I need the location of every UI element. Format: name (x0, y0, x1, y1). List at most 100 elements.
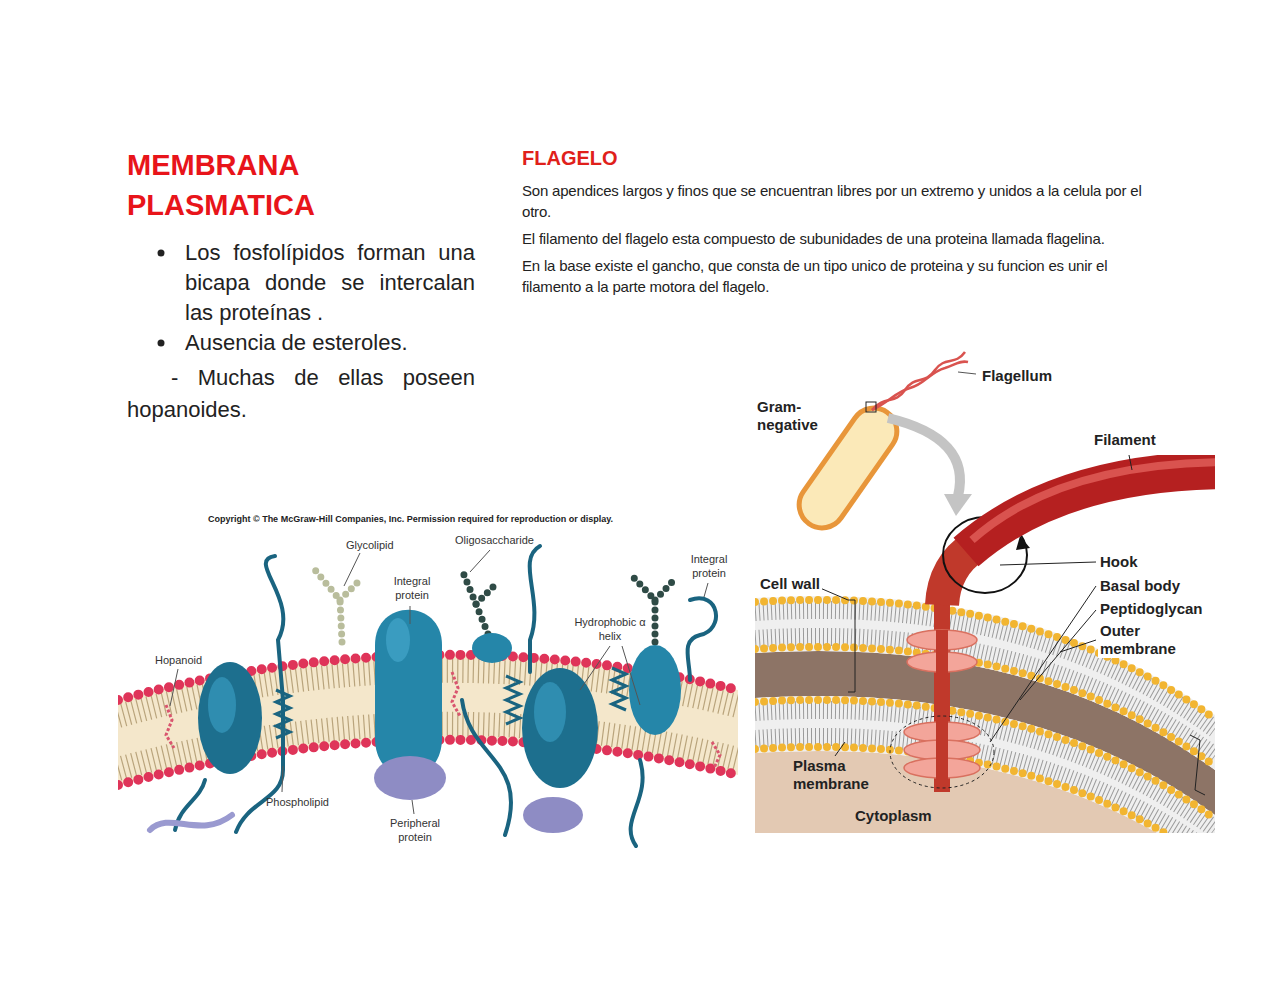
bacterial-cell (872, 362, 968, 410)
bacterial-cell (958, 372, 976, 374)
membrane-illustration (166, 705, 174, 748)
membrane-illustration (522, 668, 598, 788)
bullet-dot (158, 340, 165, 347)
membrane-illustration (462, 570, 674, 642)
part-label: Glycolipid (346, 538, 394, 552)
part-label: Outer membrane (1098, 622, 1202, 658)
bullet-text: Los fosfolípidos forman una bicapa donde… (185, 238, 475, 328)
membrane-illustration (580, 646, 610, 690)
membrane-illustration (344, 553, 360, 586)
flagellum-illustration (1016, 536, 1030, 550)
membrane-illustration (282, 766, 283, 792)
paragraph: El filamento del flagelo esta compuesto … (522, 228, 1162, 249)
membrane-illustration (150, 815, 232, 830)
flagellum-illustration (990, 586, 1096, 742)
bacterial-cell (888, 418, 960, 496)
part-label: Plasma membrane (793, 757, 885, 793)
membrane-illustration (655, 580, 674, 600)
flagellum-illustration (755, 700, 1215, 819)
flagellum-illustration (1190, 735, 1205, 795)
membrane-illustration (470, 550, 490, 572)
membrane-illustration (118, 546, 738, 846)
flagellum-illustration (755, 737, 1215, 833)
part-label: Hopanoid (155, 653, 202, 667)
membrane-illustration (340, 578, 362, 600)
membrane-illustration (688, 598, 717, 680)
part-label: Peptidoglycan (1098, 599, 1205, 618)
bacterial-cell (790, 352, 976, 537)
membrane-illustration (412, 800, 414, 814)
flagellum-illustration (934, 595, 950, 792)
section-title: FLAGELO (522, 146, 618, 171)
membrane-illustration (170, 550, 708, 814)
membrane-illustration (315, 570, 362, 642)
membrane-illustration (315, 570, 342, 642)
part-label: Filament (1092, 430, 1158, 449)
membrane-illustration (612, 668, 626, 710)
membrane-illustration (523, 797, 583, 833)
membrane-illustration (704, 583, 708, 597)
membrane-illustration (208, 677, 236, 733)
membrane-illustration (712, 742, 720, 768)
copyright-note: Copyright © The McGraw-Hill Companies, I… (208, 514, 613, 525)
membrane-illustration (534, 682, 566, 742)
bullet-dot (158, 250, 165, 257)
membrane-illustration (374, 756, 446, 800)
part-label: Hook (1098, 552, 1140, 571)
bacterial-cell (944, 494, 972, 516)
flagellum-illustration (755, 610, 1215, 729)
flagellum-illustration (755, 747, 1215, 833)
flagellum-illustration (936, 630, 948, 780)
bullet-dot (158, 250, 165, 347)
part-label: Cell wall (758, 574, 822, 593)
membrane-illustration (236, 556, 283, 832)
membrane-illustration (410, 606, 411, 624)
part-label: Hydrophobic α helix (572, 615, 648, 643)
membrane-illustration (476, 584, 496, 604)
membrane-illustration (629, 645, 681, 735)
part-label: Peripheral protein (384, 816, 446, 844)
flagellum-illustration (972, 462, 1215, 540)
membrane-illustration (472, 633, 512, 663)
part-label: Cytoplasm (855, 806, 932, 825)
flagellum-illustration (755, 600, 1215, 833)
section-title: MEMBRANA PLASMATICA (127, 145, 397, 225)
membrane-illustration (170, 669, 178, 706)
flagellum-illustration (1128, 455, 1132, 470)
bullet-text: Ausencia de esteroles. (185, 328, 475, 358)
paragraph: En la base existe el gancho, que consta … (522, 255, 1162, 297)
flagellum-illustration (820, 455, 1205, 795)
membrane-illustration (634, 578, 655, 642)
membrane-illustration (375, 610, 442, 777)
sub-bullet-text: - Muchas de ellas poseen hopanoides. (127, 362, 475, 426)
flagellum-illustration (755, 455, 1215, 833)
membrane-illustration (276, 668, 626, 738)
flagellum-illustration (820, 588, 848, 600)
part-label: Gram-negative (757, 398, 831, 434)
flagellum-illustration (1020, 610, 1096, 700)
membrane-illustration (452, 672, 460, 716)
membrane-illustration (276, 690, 290, 738)
flagellum-illustration (835, 742, 845, 756)
part-label: Integral protein (384, 574, 440, 602)
flagellum-illustration (848, 600, 855, 692)
bacterial-cell (866, 402, 876, 412)
membrane-illustration (622, 646, 640, 705)
membrane-illustration (506, 676, 520, 724)
part-label: Phospholipid (266, 795, 329, 809)
flagellum-illustration (890, 716, 994, 788)
membrane-illustration (175, 546, 716, 846)
membrane-illustration (631, 760, 643, 846)
part-label: Flagellum (980, 366, 1054, 385)
part-label: Basal body (1098, 576, 1182, 595)
flagellum-illustration (755, 710, 1215, 829)
flagellum-illustration (1000, 562, 1096, 565)
part-label: Oligosaccharide (455, 533, 534, 547)
membrane-illustration (462, 700, 511, 835)
flagellum-illustration (1060, 640, 1096, 652)
part-label: Integral protein (684, 552, 734, 580)
paragraph: Son apendices largos y finos que se encu… (522, 180, 1162, 222)
flagellum-illustration (755, 610, 1215, 833)
membrane-illustration (386, 618, 410, 662)
